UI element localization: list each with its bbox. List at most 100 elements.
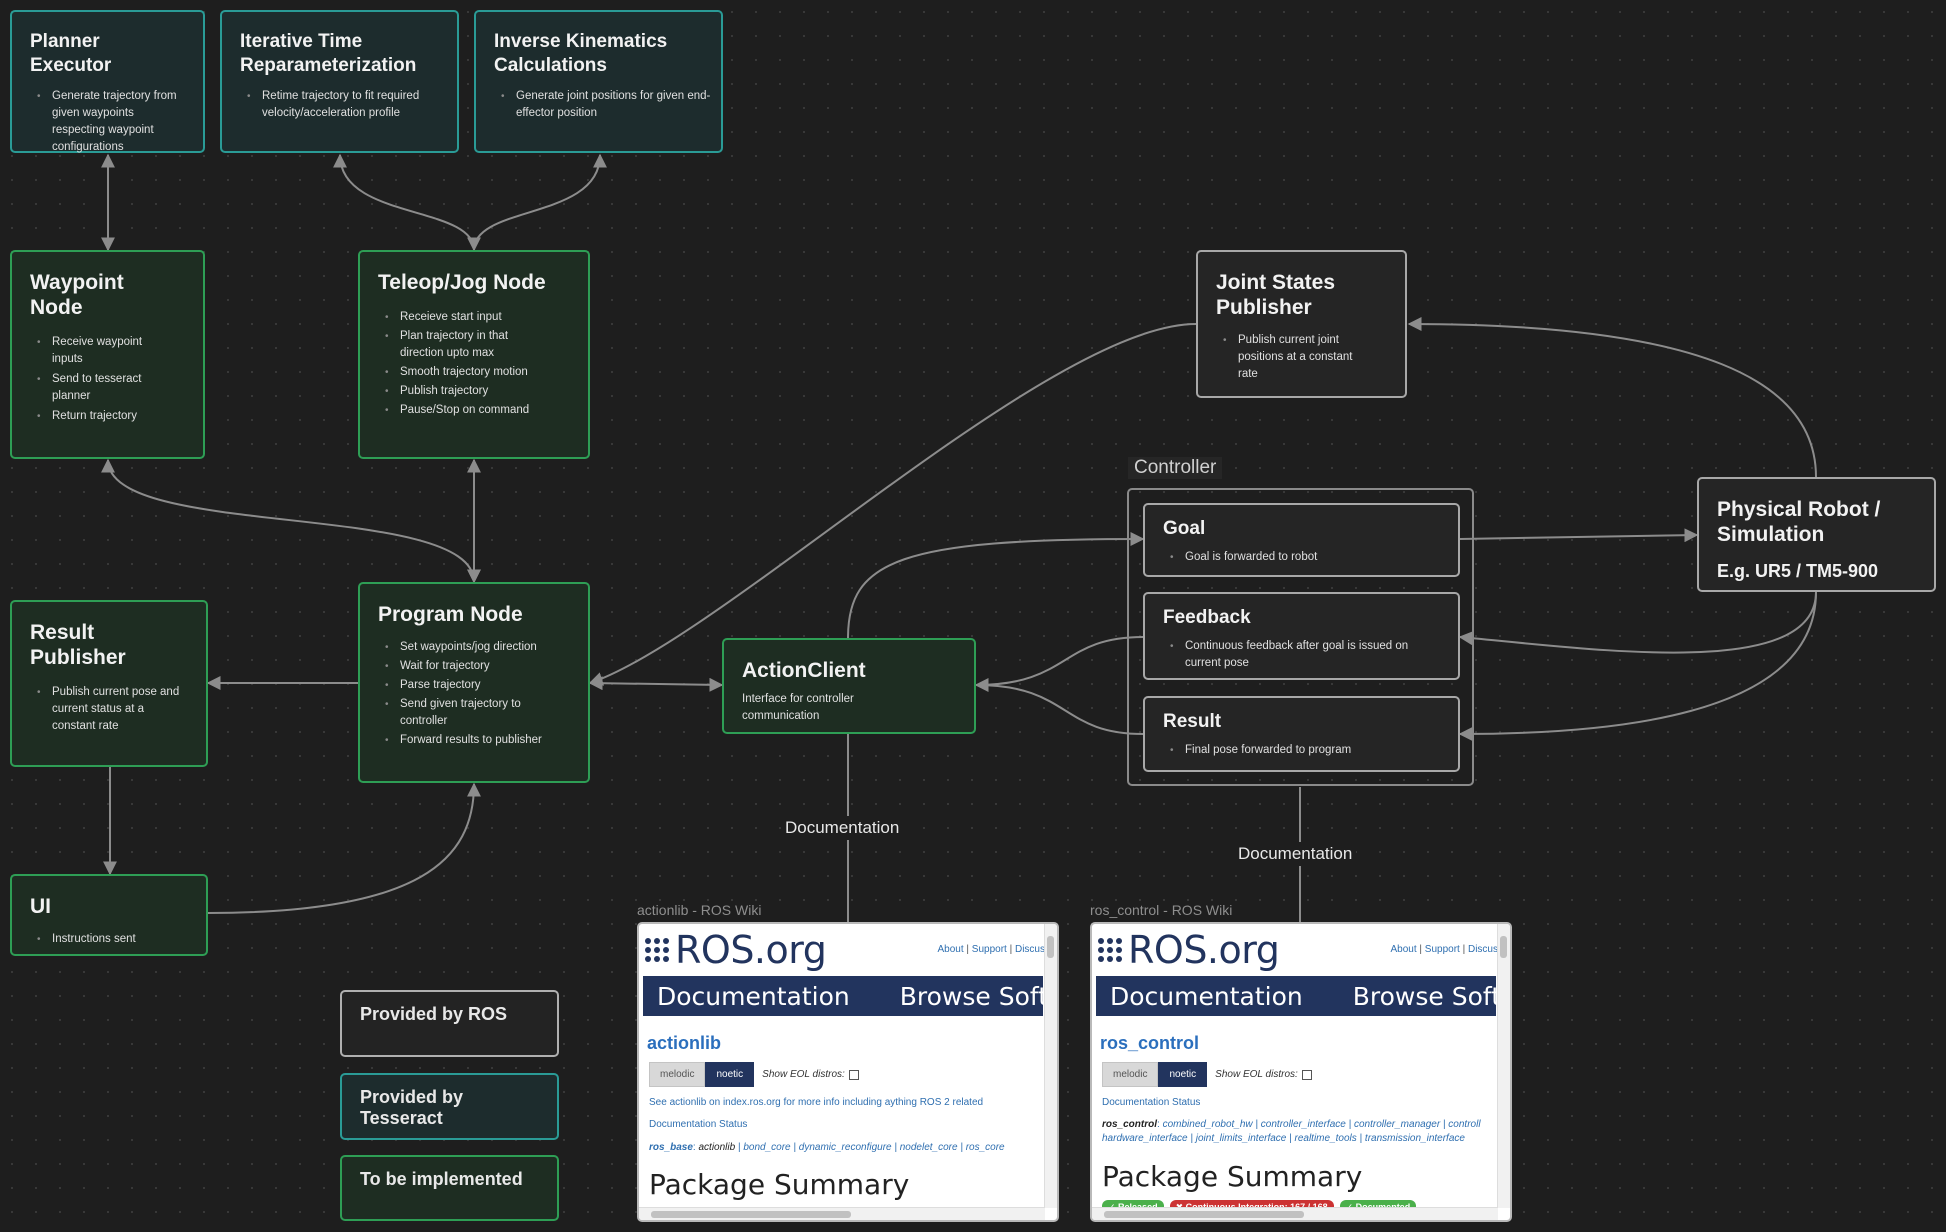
node-bullet: Pause/Stop on command	[385, 402, 570, 419]
node-title: Joint States Publisher	[1216, 271, 1336, 319]
node-bullet: Generate trajectory from given waypoints…	[37, 88, 187, 156]
iterative-time-node[interactable]: Iterative Time Reparameterization Retime…	[220, 10, 459, 153]
distro-selector: melodic noetic Show EOL distros:	[649, 1062, 859, 1087]
edge-jointstates-program	[588, 323, 1197, 686]
package-summary-heading: Package Summary	[1102, 1160, 1363, 1193]
program-node[interactable]: Program Node Set waypoints/jog direction…	[358, 582, 590, 783]
node-bullet: Publish current joint positions at a con…	[1223, 332, 1368, 383]
embed-caption: ros_control - ROS Wiki	[1090, 902, 1233, 918]
discuss-link[interactable]: Discus	[1467, 944, 1498, 955]
goal-node[interactable]: Goal Goal is forwarded to robot	[1143, 503, 1460, 577]
robot-examples: E.g. UR5 / TM5-900	[1717, 561, 1879, 581]
edge-feedback-actionclient	[974, 636, 1144, 692]
top-links: About | Support | Discus	[937, 944, 1046, 955]
joint-states-publisher-node[interactable]: Joint States Publisher Publish current j…	[1196, 250, 1407, 398]
node-bullet: Goal is forwarded to robot	[1170, 549, 1440, 566]
package-summary-heading: Package Summary	[649, 1168, 910, 1201]
nav-browse-software[interactable]: Browse Softw	[1352, 981, 1496, 1011]
distro-tab-melodic[interactable]: melodic	[1102, 1062, 1159, 1087]
node-title: Goal	[1163, 518, 1206, 539]
show-eol-checkbox[interactable]	[848, 1069, 859, 1080]
waypoint-node[interactable]: Waypoint Node Receive waypoint inputs Se…	[10, 250, 205, 459]
edge-result-actionclient	[975, 684, 1144, 735]
embed-caption: actionlib - ROS Wiki	[637, 902, 762, 918]
node-bullet: Final pose forwarded to program	[1170, 742, 1440, 759]
support-link[interactable]: Support	[971, 944, 1007, 955]
node-bullet: Receive waypoint inputs	[37, 334, 162, 368]
physical-robot-node[interactable]: Physical Robot / Simulation E.g. UR5 / T…	[1697, 477, 1936, 592]
node-title: ActionClient	[742, 659, 866, 682]
dependency-line-2: hardware_interface | joint_limits_interf…	[1102, 1133, 1496, 1144]
documentation-status-link[interactable]: Documentation Status	[1102, 1097, 1201, 1108]
legend-provided-by-tesseract: Provided by Tesseract	[340, 1073, 559, 1140]
ros-logo[interactable]: ROS.org	[1098, 928, 1280, 972]
planner-executor-node[interactable]: Planner Executor Generate trajectory fro…	[10, 10, 205, 153]
ros-logo[interactable]: ROS.org	[645, 928, 827, 972]
distro-tab-noetic[interactable]: noetic	[1158, 1062, 1208, 1087]
edge-teleop-ik	[473, 153, 607, 251]
action-client-node[interactable]: ActionClient Interface for controller co…	[722, 638, 976, 734]
result-publisher-node[interactable]: Result Publisher Publish current pose an…	[10, 600, 208, 767]
ros-control-wiki-embed[interactable]: ROS.org About | Support | Discus Documen…	[1090, 922, 1512, 1222]
deps-list[interactable]: bond_core | dynamic_reconfigure | nodele…	[743, 1142, 1005, 1153]
support-link[interactable]: Support	[1424, 944, 1460, 955]
distro-selector: melodic noetic Show EOL distros:	[1102, 1062, 1312, 1087]
about-link[interactable]: About	[937, 944, 964, 955]
deps-list[interactable]: combined_robot_hw | controller_interface…	[1162, 1119, 1481, 1130]
vertical-scrollbar[interactable]	[1497, 924, 1510, 1208]
edge-robot-jointstates	[1407, 317, 1817, 478]
ui-node[interactable]: UI Instructions sent	[10, 874, 208, 956]
wiki-navbar: Documentation Browse Softw	[643, 976, 1043, 1016]
distro-tab-melodic[interactable]: melodic	[649, 1062, 706, 1087]
distro-tab-noetic[interactable]: noetic	[705, 1062, 755, 1087]
deps-label: ros_control	[1102, 1119, 1158, 1130]
node-bullet: Continuous feedback after goal is issued…	[1170, 638, 1435, 672]
node-bullet: Return trajectory	[37, 408, 185, 425]
nav-documentation[interactable]: Documentation	[1110, 981, 1303, 1011]
edge-robot-result	[1458, 591, 1817, 741]
actionlib-wiki-embed[interactable]: ROS.org About | Support | Discus Documen…	[637, 922, 1059, 1222]
horizontal-scrollbar[interactable]	[639, 1207, 1045, 1220]
edge-ui-program	[207, 782, 481, 914]
node-bullet: Wait for trajectory	[385, 658, 570, 675]
node-title: Planner Executor	[30, 31, 112, 76]
node-title: Result Publisher	[30, 621, 126, 669]
node-title: Iterative Time Reparameterization	[240, 31, 417, 76]
show-eol-checkbox[interactable]	[1301, 1069, 1312, 1080]
node-bullet: Plan trajectory in that direction upto m…	[385, 328, 540, 362]
edge-goal-robot	[1459, 528, 1699, 543]
nav-browse-software[interactable]: Browse Softw	[899, 981, 1043, 1011]
documentation-edge-label: Documentation	[1234, 842, 1357, 866]
edge-teleop-iterative	[333, 153, 481, 252]
node-bullet: Forward results to publisher	[385, 732, 570, 749]
discuss-link[interactable]: Discus	[1014, 944, 1045, 955]
node-bullet: Retime trajectory to fit required veloci…	[247, 88, 437, 122]
node-title: Inverse Kinematics Calculations	[494, 31, 668, 76]
inverse-kinematics-node[interactable]: Inverse Kinematics Calculations Generate…	[474, 10, 723, 153]
node-bullet: Send given trajectory to controller	[385, 696, 540, 730]
show-eol-label: Show EOL distros:	[762, 1069, 845, 1080]
node-title: Program Node	[378, 603, 523, 626]
teleop-jog-node[interactable]: Teleop/Jog Node Receieve start input Pla…	[358, 250, 590, 459]
ros-logo-text: ROS.org	[1128, 928, 1280, 972]
index-info-link[interactable]: See actionlib on index.ros.org for more …	[649, 1097, 984, 1108]
feedback-node[interactable]: Feedback Continuous feedback after goal …	[1143, 592, 1460, 680]
nav-documentation[interactable]: Documentation	[657, 981, 850, 1011]
node-bullet: Generate joint positions for given end-e…	[501, 88, 711, 122]
about-link[interactable]: About	[1390, 944, 1417, 955]
deps-list[interactable]: hardware_interface | joint_limits_interf…	[1102, 1133, 1465, 1144]
package-name-link[interactable]: ros_control	[1100, 1033, 1200, 1053]
edge-actionclient-goal	[847, 532, 1145, 639]
top-links: About | Support | Discus	[1390, 944, 1499, 955]
wiki-navbar: Documentation Browse Softw	[1096, 976, 1496, 1016]
result-node[interactable]: Result Final pose forwarded to program	[1143, 696, 1460, 772]
legend-to-be-implemented: To be implemented	[340, 1155, 559, 1221]
horizontal-scrollbar[interactable]	[1092, 1207, 1498, 1220]
vertical-scrollbar[interactable]	[1044, 924, 1057, 1208]
documentation-status-link[interactable]: Documentation Status	[649, 1119, 748, 1130]
node-bullet: Receieve start input	[385, 309, 570, 326]
deps-first: actionlib	[698, 1142, 736, 1153]
deps-label[interactable]: ros_base	[649, 1142, 693, 1153]
controller-group-label: Controller	[1128, 457, 1223, 479]
package-name-link[interactable]: actionlib	[647, 1033, 722, 1053]
